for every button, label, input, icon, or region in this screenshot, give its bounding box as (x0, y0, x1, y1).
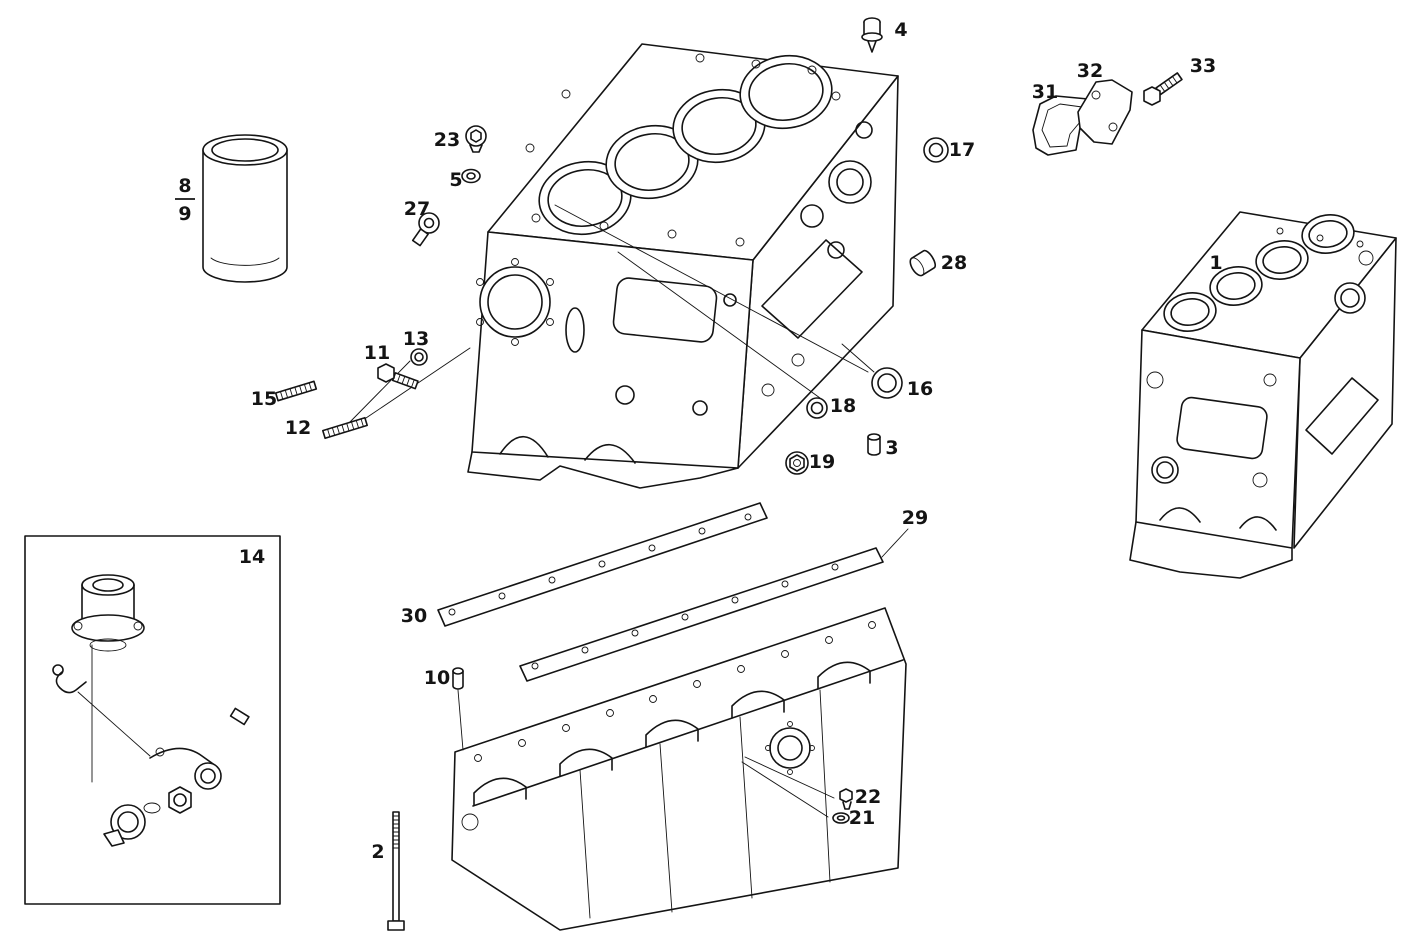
part-label-33: 33 (1190, 55, 1216, 77)
cover-plate-part-32 (1077, 79, 1133, 145)
front-details (1146, 371, 1277, 531)
dowel-part-3 (867, 433, 881, 456)
part-label-10: 10 (424, 667, 450, 689)
stud-part-15 (274, 380, 318, 402)
bolt-part-2 (387, 811, 405, 931)
bearing-arches (473, 661, 871, 806)
deck-holes (1276, 227, 1364, 248)
part-label-14: 14 (239, 546, 265, 568)
ring-part-16 (871, 367, 903, 399)
part-label-30: 30 (401, 605, 427, 627)
part-label-16: 16 (907, 378, 933, 400)
part-label-21: 21 (849, 807, 875, 829)
washer-part-21 (832, 812, 850, 824)
bores (1163, 214, 1355, 332)
washer-part-13 (410, 348, 428, 366)
part-label-29: 29 (902, 507, 928, 529)
part-labels: 4 23 5 27 17 8 9 31 32 33 1 28 13 11 15 12 16 18 3 19 29 14 30… (175, 19, 1223, 863)
part-label-8: 8 (178, 175, 191, 197)
part-label-32: 32 (1077, 60, 1103, 82)
cylinder-liner (202, 134, 288, 283)
seal-ring-part-17 (923, 137, 949, 163)
side-details (1305, 250, 1379, 455)
assembled-engine-block (1129, 211, 1397, 579)
washer-part-5 (461, 168, 481, 184)
cylinder-bores (538, 54, 833, 236)
part-label-9: 9 (178, 203, 191, 225)
part-label-3: 3 (885, 437, 898, 459)
part-label-4: 4 (894, 19, 907, 41)
inset-box (24, 535, 281, 905)
plug-part-4 (861, 17, 883, 53)
part-label-2: 2 (371, 841, 384, 863)
part-label-11: 11 (364, 342, 390, 364)
part-label-19: 19 (809, 451, 835, 473)
leader-lines (347, 204, 909, 818)
nozzle-part (149, 747, 222, 790)
inset-leader-lines (77, 644, 151, 783)
pan-ribs (579, 689, 831, 919)
part-label-15: 15 (251, 388, 277, 410)
valve-part (103, 802, 161, 847)
gasket-strip-29 (519, 547, 884, 682)
bolt-part-11 (377, 363, 419, 390)
side-face-details (761, 121, 873, 397)
part-label-17: 17 (949, 139, 975, 161)
part-label-5: 5 (449, 169, 462, 191)
pan-round-boss (765, 721, 815, 775)
cup-plug-part-28 (909, 249, 937, 277)
sleeve-part (71, 574, 145, 652)
part-label-1: 1 (1209, 252, 1222, 274)
part-label-22: 22 (855, 786, 881, 808)
part-label-13: 13 (403, 328, 429, 350)
ring-part-18 (806, 397, 828, 419)
nut-part (168, 786, 192, 814)
key-part (229, 707, 250, 726)
gasket-strip-30 (437, 502, 768, 627)
flange-bolt-holes (474, 621, 876, 762)
part-label-12: 12 (285, 417, 311, 439)
plug-part-27 (411, 212, 440, 247)
clip-part (52, 664, 87, 694)
plug-part-10 (452, 667, 464, 690)
oil-pan (451, 607, 907, 931)
screw-part-22 (839, 788, 853, 810)
part-label-18: 18 (830, 395, 856, 417)
front-face-details (476, 258, 737, 464)
part-label-31: 31 (1032, 81, 1058, 103)
plug-part-19 (785, 451, 809, 475)
stud-part-12 (321, 416, 369, 440)
bolt-part-33 (1143, 72, 1183, 106)
part-label-23: 23 (434, 129, 460, 151)
part-label-27: 27 (404, 198, 430, 220)
plug-part-23 (465, 125, 487, 153)
part-label-28: 28 (941, 252, 967, 274)
deck-bolt-holes (525, 53, 841, 247)
main-engine-block (467, 43, 899, 489)
